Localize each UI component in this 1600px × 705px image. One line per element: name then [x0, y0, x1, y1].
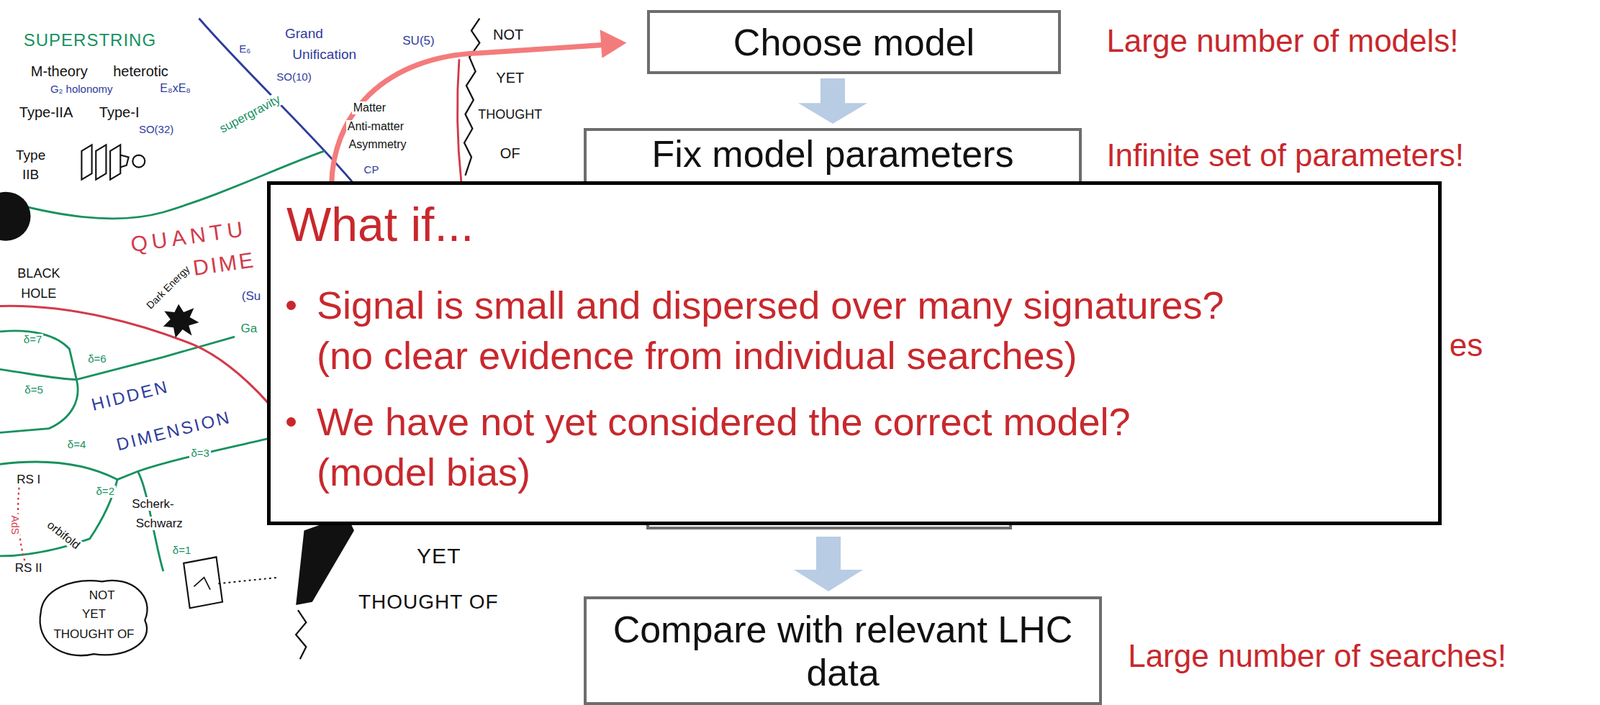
process-box: Choose model [647, 10, 1061, 75]
annotation: Large number of models! [1104, 23, 1460, 59]
theory-label: Asymmetry [347, 138, 409, 152]
object-label: Dark Energy [143, 262, 193, 313]
region-label: THOUGHT OF [51, 627, 136, 642]
theory-label: Matter [351, 101, 388, 115]
theory-label: Schwarz [134, 516, 185, 531]
theory-label: Ga [238, 321, 259, 336]
dimension-label: δ=6 [86, 353, 108, 366]
theory-label: supergravity [215, 92, 284, 137]
dotted-leader [218, 577, 278, 585]
callout-text: We have not yet considered the correct m… [286, 396, 1417, 447]
region-label: NOT [87, 588, 117, 603]
annotation: Large number of searches! [1126, 638, 1508, 674]
dimension-label: δ=1 [171, 544, 193, 558]
theory-label: heterotic [111, 63, 170, 80]
box-label: Compare with relevant LHC data [599, 608, 1087, 695]
theory-label: SU(5) [400, 33, 436, 48]
object-label: HOLE [19, 286, 58, 301]
box-label: Choose model [733, 20, 975, 65]
theory-label: M-theory [29, 63, 90, 80]
sketch-figure [193, 577, 211, 591]
theory-label: Type-IIA [17, 104, 75, 121]
region-label: THOUGHT [476, 107, 544, 122]
theory-label: G₂ holonomy [48, 83, 115, 96]
string-loop [132, 155, 145, 168]
region-label: NOT [491, 26, 525, 43]
theory-label: CP [362, 164, 381, 177]
theory-label: SO(10) [274, 71, 313, 84]
unknown-border [295, 610, 306, 660]
theory-label: Anti-matter [346, 120, 406, 134]
theory-label: RS I [15, 472, 42, 487]
flow-arrow [793, 536, 863, 592]
region-label: SUPERSTRING [22, 30, 158, 51]
unification-border [198, 18, 352, 183]
pointer-arrowhead [600, 29, 627, 59]
annotation: Infinite set of parameters! [1104, 137, 1465, 173]
marker-pen [295, 515, 355, 606]
dimension-label: δ=5 [23, 384, 44, 397]
asymmetry-border [457, 59, 462, 182]
unknown-region [40, 580, 148, 656]
theory-label: IIB [20, 166, 41, 183]
theory-label: (Su [240, 289, 262, 304]
brane-sketch [110, 144, 121, 180]
pointer-arrow [331, 44, 605, 194]
dimension-border [0, 331, 77, 381]
region-label: DIMENSION [113, 407, 235, 455]
unknown-border [464, 18, 480, 176]
region-label: THOUGHT OF [356, 590, 501, 614]
box-label: Fix model parameters [652, 132, 1015, 176]
region-label: HIDDEN [88, 376, 173, 416]
dimension-label: δ=7 [22, 333, 44, 347]
theory-label: E₆ [237, 43, 252, 56]
process-box: Compare with relevant LHC data [583, 596, 1102, 705]
region-label: DIME [190, 247, 259, 281]
sketch-box [183, 557, 223, 609]
black-hole [0, 192, 31, 242]
region-label: YET [80, 607, 108, 622]
dark-energy-blob [163, 304, 200, 339]
theory-label: Type-I [97, 104, 142, 121]
callout-text: Signal is small and dispersed over many … [286, 279, 1417, 331]
string-sketch [120, 155, 129, 168]
brane-sketch [81, 144, 92, 180]
flow-arrow [798, 78, 868, 124]
region-label: YET [415, 544, 463, 569]
theory-label: E₈xE₈ [158, 82, 193, 96]
region-label: Unification [290, 46, 358, 62]
region-label: YET [494, 69, 526, 86]
annotation: es [1448, 327, 1485, 363]
theory-label: Type [14, 147, 47, 163]
object-label: BLACK [15, 266, 62, 281]
callout-heading: What if... [286, 197, 1417, 253]
dimension-border [0, 380, 78, 434]
callout-text: (model bias) [286, 446, 1417, 498]
dimension-label: δ=4 [66, 439, 88, 452]
brane-sketch [95, 144, 106, 180]
callout-text: (no clear evidence from individual searc… [286, 330, 1417, 381]
theory-label: Scherk- [130, 497, 176, 512]
theory-label: RS II [13, 561, 44, 576]
question-callout: What if... Signal is small and dispersed … [267, 181, 1442, 526]
dimension-border [0, 480, 118, 557]
theory-label: SO(32) [137, 123, 175, 137]
region-label: OF [498, 145, 522, 162]
dimension-label: δ=3 [189, 447, 211, 460]
dimension-label: δ=2 [95, 485, 116, 499]
region-label: Grand [283, 25, 325, 42]
theory-label: AdS [8, 514, 21, 537]
